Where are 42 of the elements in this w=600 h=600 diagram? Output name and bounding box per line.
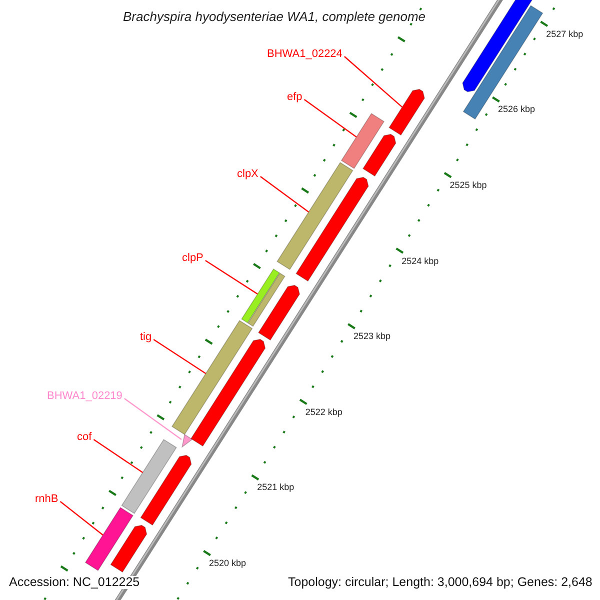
leader-line <box>260 176 309 212</box>
gene-bar <box>121 438 177 514</box>
leader-line <box>124 398 182 440</box>
gene-bar <box>171 320 253 436</box>
genome-summary: Topology: circular; Length: 3,000,694 bp; Genes: 2,648 <box>288 576 592 588</box>
scale-label: 2526 kbp <box>498 105 535 114</box>
scale-label: 2527 kbp <box>546 30 584 39</box>
scale-label: 2522 kbp <box>305 408 342 417</box>
scale-label: 2521 kbp <box>257 483 294 492</box>
gene-label: cof <box>77 432 92 443</box>
genome-title: Brachyspira hyodysenteriae WA1, complete genome <box>123 10 426 23</box>
scale-label: 2523 kbp <box>353 332 391 342</box>
gene-bar <box>340 112 385 170</box>
gene-bar <box>84 506 134 572</box>
leader-line <box>153 339 206 374</box>
gene-bar <box>462 5 544 120</box>
leader-line <box>60 501 104 536</box>
gene-label: tig <box>140 332 152 343</box>
gene-label: clpX <box>237 169 258 180</box>
gene-label: BHWA1_02219 <box>47 391 122 402</box>
gene-feature <box>190 338 266 447</box>
gene-label: efp <box>287 92 302 103</box>
scale-label: 2520 kbp <box>209 559 246 568</box>
gene-feature <box>140 454 192 526</box>
gene-bar <box>276 162 354 270</box>
leader-line <box>344 56 403 108</box>
scale-label: 2525 kbp <box>450 181 487 190</box>
gene-feature <box>296 176 369 282</box>
gene-label: rnhB <box>35 494 58 505</box>
gene-feature <box>258 284 300 341</box>
gene-feature <box>388 88 425 136</box>
gene-label: clpP <box>182 253 204 264</box>
gene-label: BHWA1_02224 <box>267 49 342 60</box>
gene-triangle <box>182 434 193 448</box>
gene-feature <box>110 524 148 573</box>
gene-bar <box>241 268 280 324</box>
gene-bar <box>247 272 286 327</box>
leader-line <box>304 99 357 138</box>
accession-text: Accession: NC_012225 <box>9 576 140 588</box>
leader-line <box>93 439 144 473</box>
scale-label: 2524 kbp <box>402 256 439 266</box>
gene-feature <box>362 134 396 177</box>
